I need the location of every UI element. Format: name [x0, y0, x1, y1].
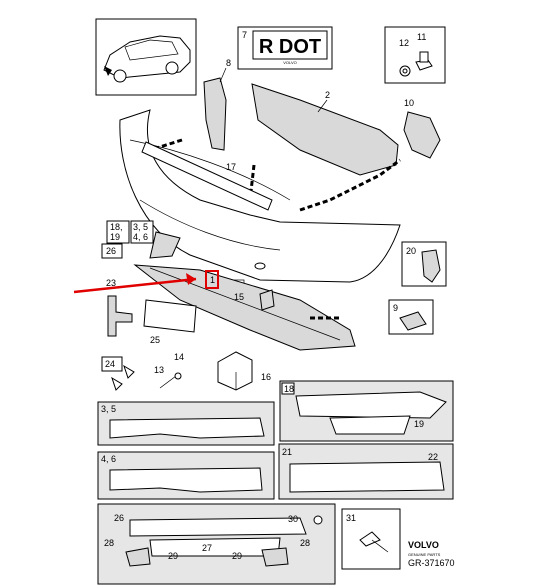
svg-text:19: 19 — [110, 232, 120, 242]
callout-14: 14 — [174, 352, 184, 362]
car-thumbnail — [95, 18, 197, 96]
part-20-panel: 20 — [401, 241, 447, 287]
left-callouts: 18, 19 3, 5 4, 6 26 — [101, 220, 181, 259]
callout-9: 9 — [393, 303, 398, 313]
panel-4-6: 4, 6 — [97, 451, 275, 500]
callout-17: 17 — [226, 162, 236, 172]
panel-3-5: 3, 5 — [97, 401, 275, 446]
svg-text:29: 29 — [168, 551, 178, 561]
diagram-code: GR-371670 — [408, 558, 455, 568]
callout-2: 2 — [325, 90, 330, 100]
bracket-8: 8 — [203, 58, 231, 151]
brand-tag: GENUINE PARTS — [408, 552, 441, 557]
callout-7: 7 — [242, 30, 247, 40]
svg-text:29: 29 — [232, 551, 242, 561]
callout-10: 10 — [404, 98, 414, 108]
callout-12: 12 — [399, 38, 409, 48]
svg-text:3, 5: 3, 5 — [133, 222, 148, 232]
svg-text:28: 28 — [104, 538, 114, 548]
svg-text:18: 18 — [284, 384, 294, 394]
callout-24: 24 — [105, 359, 115, 369]
plate-25: 25 — [143, 299, 197, 345]
bracket-10: 10 — [403, 98, 441, 159]
panel-bottom-assembly: 26 28 28 27 29 29 30 — [97, 503, 336, 585]
strip-17: 17 — [141, 141, 273, 211]
carton-16: 16 — [217, 351, 271, 391]
svg-text:31: 31 — [346, 513, 356, 523]
svg-text:26: 26 — [114, 513, 124, 523]
callout-16: 16 — [261, 372, 271, 382]
panel-18: 18 19 — [279, 380, 454, 442]
highlight-arrow: 1 — [73, 270, 219, 294]
brand-block: VOLVO GENUINE PARTS GR-371670 — [408, 540, 455, 568]
clip-15: 15 — [234, 289, 275, 311]
callout-23: 23 — [106, 278, 116, 288]
callout-8: 8 — [226, 58, 231, 68]
bracket-23: 23 — [106, 278, 133, 337]
bolt-13-14: 14 13 — [154, 352, 184, 389]
callout-11: 11 — [417, 32, 426, 42]
svg-text:27: 27 — [202, 543, 212, 553]
callout-1: 1 — [210, 275, 215, 285]
callout-15: 15 — [234, 292, 244, 302]
screws-24: 24 — [101, 356, 135, 391]
svg-text:30: 30 — [288, 514, 298, 524]
sign-panel: 7 R DOT VOLVO — [237, 26, 333, 70]
sign-subtext: VOLVO — [283, 60, 297, 65]
callout-26: 26 — [106, 246, 116, 256]
part-9-panel: 9 — [388, 299, 434, 335]
svg-text:28: 28 — [300, 538, 310, 548]
sign-text: R DOT — [259, 36, 321, 58]
callout-25: 25 — [150, 335, 160, 345]
callout-20: 20 — [406, 246, 416, 256]
svg-text:3, 5: 3, 5 — [101, 404, 116, 414]
impact-beam-2: 2 — [251, 83, 399, 176]
callout-18-19: 18, — [110, 222, 123, 232]
svg-text:19: 19 — [414, 419, 424, 429]
svg-text:21: 21 — [282, 447, 292, 457]
bolt-washer-panel: 12 11 — [384, 26, 446, 84]
callout-13: 13 — [154, 365, 164, 375]
brand-name: VOLVO — [408, 540, 439, 550]
panel-31: 31 — [341, 508, 401, 570]
panel-21: 21 22 — [278, 443, 454, 500]
svg-text:4, 6: 4, 6 — [133, 232, 148, 242]
svg-text:22: 22 — [428, 452, 438, 462]
svg-text:4, 6: 4, 6 — [101, 454, 116, 464]
